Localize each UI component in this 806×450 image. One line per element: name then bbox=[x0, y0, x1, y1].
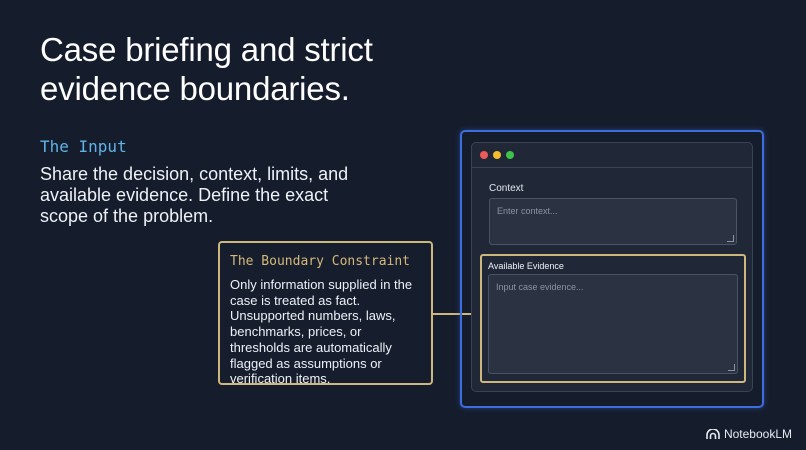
context-field-label: Context bbox=[489, 183, 524, 194]
window-maximize-icon[interactable] bbox=[506, 151, 514, 159]
boundary-constraint-text: Only information supplied in the case is… bbox=[230, 277, 413, 387]
window-titlebar bbox=[472, 143, 752, 168]
context-input[interactable]: Enter context... bbox=[489, 198, 737, 245]
callout-connector-line bbox=[433, 313, 481, 315]
input-section-description: Share the decision, context, limits, and… bbox=[40, 164, 349, 226]
window-close-icon[interactable] bbox=[480, 151, 488, 159]
resize-handle-icon[interactable] bbox=[727, 235, 734, 242]
evidence-input[interactable]: Input case evidence... bbox=[488, 274, 738, 374]
window-minimize-icon[interactable] bbox=[493, 151, 501, 159]
notebooklm-logo-icon bbox=[706, 428, 720, 440]
input-section-label: The Input bbox=[40, 137, 127, 156]
brand-watermark: NotebookLM bbox=[706, 427, 792, 441]
evidence-field-label: Available Evidence bbox=[488, 261, 564, 271]
context-placeholder: Enter context... bbox=[497, 206, 558, 216]
boundary-constraint-title: The Boundary Constraint bbox=[230, 254, 411, 269]
evidence-highlight-box: Available Evidence Input case evidence..… bbox=[480, 254, 746, 383]
window-highlight-frame bbox=[460, 130, 764, 408]
brand-name: NotebookLM bbox=[723, 427, 792, 441]
slide-title: Case briefing and strict evidence bounda… bbox=[40, 31, 373, 107]
evidence-placeholder: Input case evidence... bbox=[496, 282, 584, 292]
resize-handle-icon[interactable] bbox=[728, 364, 735, 371]
boundary-constraint-callout: The Boundary Constraint Only information… bbox=[218, 241, 433, 387]
